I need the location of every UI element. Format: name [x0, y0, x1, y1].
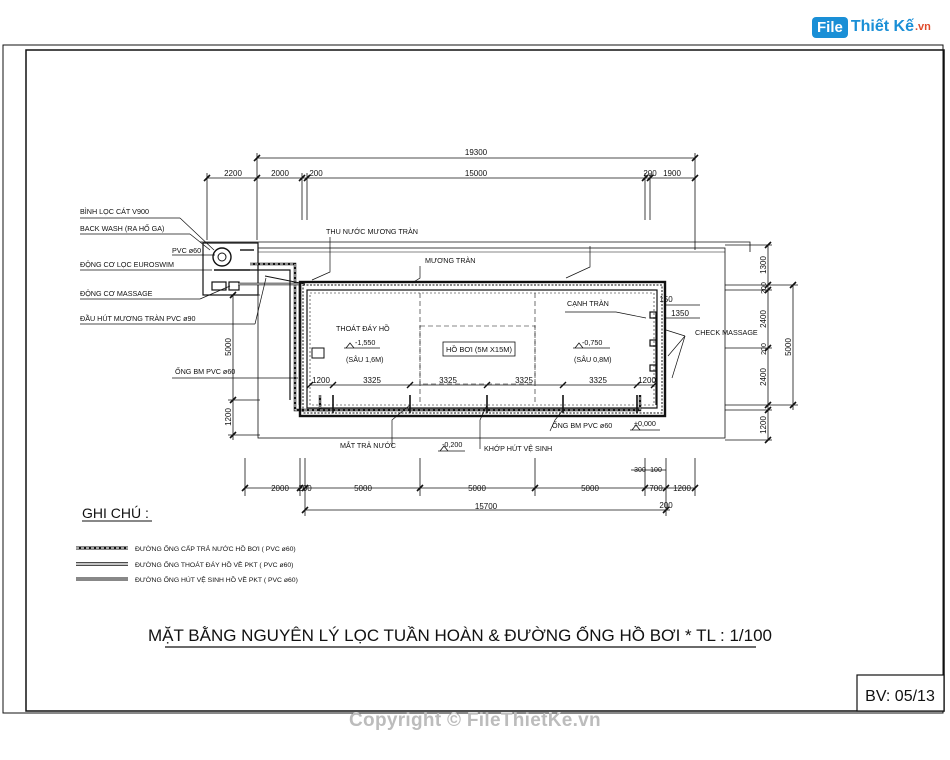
inner-dimensions — [306, 381, 658, 389]
inner-frame — [25, 49, 945, 712]
dim-bottom-f: 300 — [634, 467, 646, 474]
return-pipe — [318, 395, 642, 413]
label-back-wash: BACK WASH (RA HỐ GA) — [80, 223, 164, 233]
dim-right-e: 5000 — [784, 338, 793, 356]
dim-right-g: 1200 — [759, 416, 768, 434]
filter-pump-icon — [211, 281, 227, 291]
pool-edge — [306, 289, 658, 409]
label-bm-pipe-left: ỐNG BM PVC ø60 — [175, 366, 235, 376]
dim-bottom-i: 1200 — [673, 484, 691, 493]
label-overflow-collect: THU NƯỚC MƯƠNG TRÀN — [326, 227, 418, 236]
leader-lines — [80, 217, 686, 449]
dim-inner-e: 3325 — [589, 376, 607, 385]
legend-item-supply: ĐƯỜNG ỐNG CẤP TRẢ NƯỚC HỒ BƠI ( PVC ø60) — [135, 543, 296, 553]
dim-overall-top: 19300 — [465, 148, 488, 157]
dim-inner-b: 3325 — [363, 376, 381, 385]
massage-pump-icon — [228, 281, 240, 291]
sand-filter-icon — [212, 247, 232, 267]
right-dimensions — [725, 241, 798, 444]
label-depth-shallow: (SÂU 0,8M) — [574, 355, 612, 364]
label-pvc60: PVC ø60 — [172, 246, 201, 255]
label-level-zero: ±0,000 — [634, 419, 656, 428]
dim-bottom-c: 5000 — [354, 484, 372, 493]
pipe-runs — [238, 262, 330, 412]
label-bottom-drain: THOÁT ĐÁY HỒ — [336, 323, 390, 333]
sheet-number-box — [856, 674, 945, 712]
dim-top-b: 2000 — [271, 169, 289, 178]
dim-bottom-h: 700 — [649, 484, 663, 493]
pool-interior-grid — [419, 293, 536, 405]
sheet-number: BV: 05/13 — [865, 688, 935, 705]
label-depth-deep: (SÂU 1,6M) — [346, 355, 384, 364]
dim-bottom-e: 5000 — [581, 484, 599, 493]
dim-inner-f: 1200 — [638, 376, 656, 385]
label-level-shallow: -0,750 — [582, 338, 602, 347]
dim-bottom-a: 2000 — [271, 484, 289, 493]
dim-left-a: 5000 — [224, 338, 233, 356]
dim-right-d: 2400 — [759, 368, 768, 386]
label-bm-pipe-right: ỐNG BM PVC ø60 — [552, 420, 612, 430]
drawing-title: MẶT BẰNG NGUYÊN LÝ LỌC TUẦN HOÀN & ĐƯỜNG… — [148, 625, 772, 645]
copyright-watermark: Copyright © FileThietKe.vn — [349, 710, 601, 731]
dim-inner-d: 3325 — [515, 376, 533, 385]
label-sand-filter: BÌNH LỌC CÁT V900 — [80, 207, 149, 216]
logo-suffix: .vn — [914, 21, 931, 33]
dim-right-a: 1300 — [759, 256, 768, 274]
dim-inner-h: 1350 — [671, 309, 689, 318]
top-dimensions — [203, 153, 699, 250]
bottom-dimensions — [241, 458, 699, 516]
dim-top-e: 200 — [643, 169, 657, 178]
pool-name-box — [442, 341, 516, 357]
overflow-channel — [298, 280, 667, 418]
label-level-deck: -0,200 — [442, 440, 462, 449]
dim-top-f: 1900 — [663, 169, 681, 178]
label-overflow-suction: ĐẦU HÚT MƯƠNG TRÀN PVC ø90 — [80, 313, 195, 323]
label-check-massage: CHECK MASSAGE — [695, 328, 758, 337]
dim-inner-g: 150 — [659, 295, 673, 304]
label-overflow-channel: MƯƠNG TRÀN — [425, 256, 476, 265]
dim-bottom-g: 100 — [650, 467, 662, 474]
massage-jets — [649, 311, 657, 405]
label-overflow-edge: CẠNH TRÀN — [567, 299, 609, 308]
label-vacuum-fitting: KHỚP HÚT VỆ SINH — [484, 444, 552, 453]
legend-item-drain: ĐƯỜNG ỐNG THOÁT ĐÁY HỒ VỀ PKT ( PVC ø60) — [135, 559, 293, 569]
dim-bottom-j: 200 — [659, 501, 673, 510]
dim-left-b: 1200 — [224, 408, 233, 426]
label-level-deep: -1,550 — [355, 338, 375, 347]
site-outline — [200, 241, 751, 439]
dim-inner-c: 3325 — [439, 376, 457, 385]
equipment-room — [202, 242, 259, 296]
site-logo[interactable]: File Thiết Kế .vn — [812, 13, 931, 41]
level-markers — [344, 342, 660, 452]
main-drain-icon — [311, 347, 325, 359]
legend-item-vacuum: ĐƯỜNG ỐNG HÚT VỆ SINH HỒ VỀ PKT ( PVC ø6… — [135, 574, 298, 584]
logo-text: Thiết Kế — [850, 18, 914, 35]
dim-right-c: 2400 — [759, 310, 768, 328]
label-filter-pump: ĐỘNG CƠ LỌC EUROSWIM — [80, 260, 174, 269]
label-massage-pump: ĐỘNG CƠ MASSAGE — [80, 289, 153, 298]
dim-top-a: 2200 — [224, 169, 242, 178]
dim-bottom-overall: 15700 — [475, 502, 498, 511]
dim-bottom-b: 200 — [298, 484, 312, 493]
dim-right-f: 200 — [761, 343, 768, 355]
logo-badge: File — [812, 16, 848, 38]
pool-name: HỒ BƠI (5M X15M) — [446, 344, 513, 354]
dim-top-d: 15000 — [465, 169, 488, 178]
legend-heading: GHI CHÚ : — [82, 505, 149, 521]
dim-bottom-d: 5000 — [468, 484, 486, 493]
outer-frame — [2, 44, 944, 714]
dim-right-b: 200 — [761, 282, 768, 294]
dim-inner-a: 1200 — [312, 376, 330, 385]
dim-top-c: 200 — [309, 169, 323, 178]
label-return-inlet: MẮT TRẢ NƯỚC — [340, 441, 396, 450]
